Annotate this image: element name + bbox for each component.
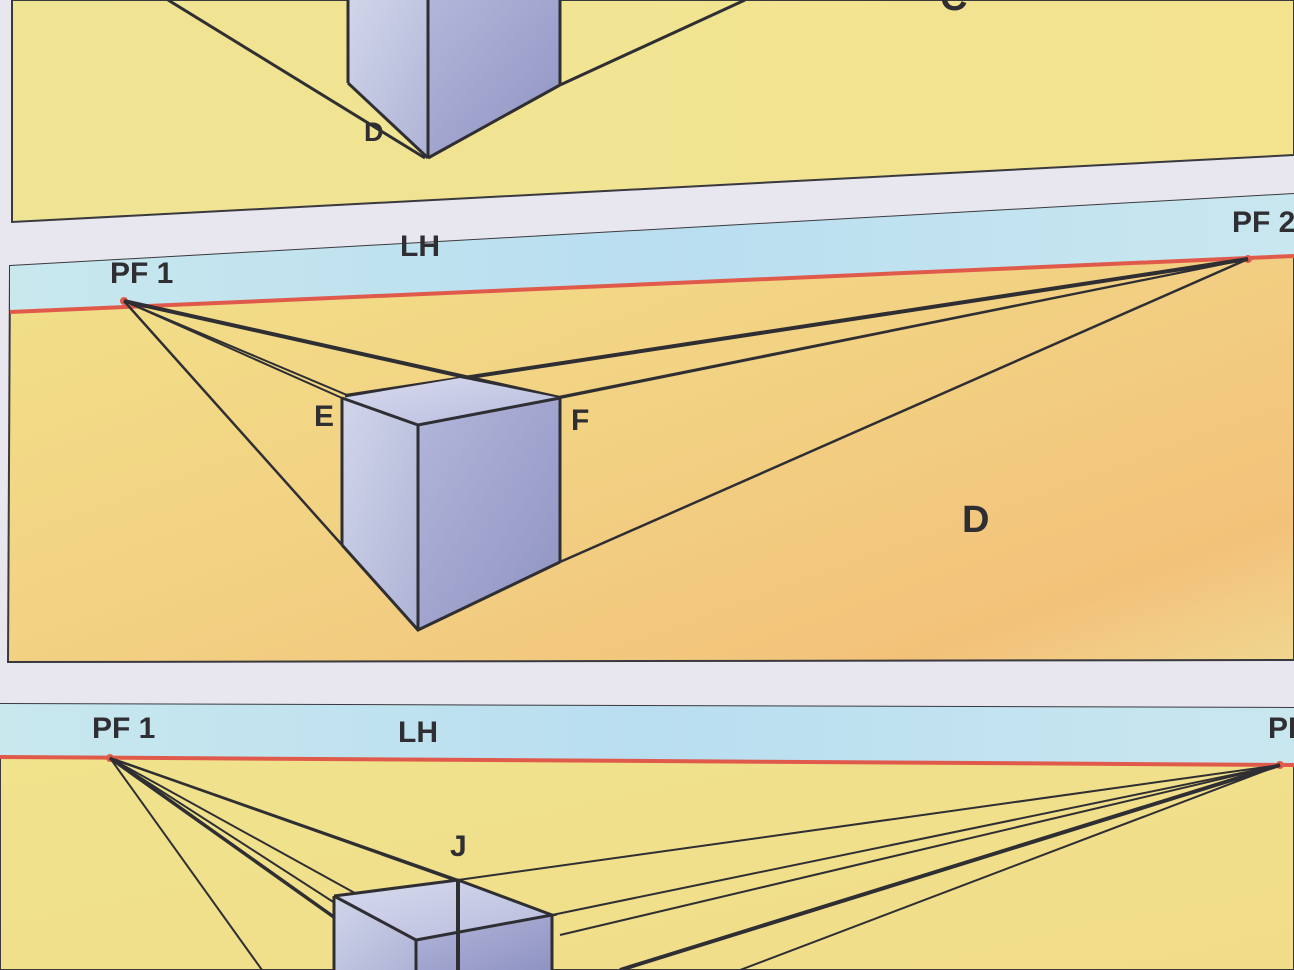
cube-bottom-left-face xyxy=(334,896,416,970)
cube-middle-edges xyxy=(340,396,562,632)
cube-top-edges xyxy=(346,0,562,160)
construction-line xyxy=(167,0,426,160)
vanishing-point-right-label: PF xyxy=(1268,712,1294,745)
construction-line xyxy=(559,0,746,87)
panel-top: C D xyxy=(11,0,1294,224)
cube-middle-right-face xyxy=(418,398,560,630)
horizon-line xyxy=(9,254,1294,314)
vanishing-point-left-label: PF 1 xyxy=(92,712,155,745)
horizon-line xyxy=(0,755,1294,767)
cube-top-right-face xyxy=(428,0,560,158)
cube-middle-left-face xyxy=(342,398,418,630)
cube-top-left-face xyxy=(348,0,428,158)
point-label-f: F xyxy=(571,404,589,437)
sky-band xyxy=(0,704,1294,764)
panel-top-letter: C xyxy=(940,0,967,19)
panel-top-background xyxy=(11,0,1294,224)
panel-middle-letter: D xyxy=(962,499,989,541)
horizon-label: LH xyxy=(398,716,438,749)
point-label-d: D xyxy=(364,117,384,147)
vanishing-point-left-label: PF 1 xyxy=(110,257,173,290)
point-label-j: J xyxy=(450,830,467,863)
cube-bottom-right-face xyxy=(416,915,552,970)
panel-bottom: PF 1 LH PF J xyxy=(0,702,1294,970)
construction-lines-middle xyxy=(123,257,1249,564)
vanishing-point-right-label: PF 2 xyxy=(1232,206,1294,239)
point-label-e: E xyxy=(314,400,334,433)
sky-band xyxy=(10,194,1294,310)
horizon-label: LH xyxy=(400,230,440,263)
panel-middle: PF 1 PF 2 LH E F D xyxy=(6,192,1294,664)
cube-bottom-edges xyxy=(332,878,558,970)
cube-middle-top-face xyxy=(342,378,560,425)
